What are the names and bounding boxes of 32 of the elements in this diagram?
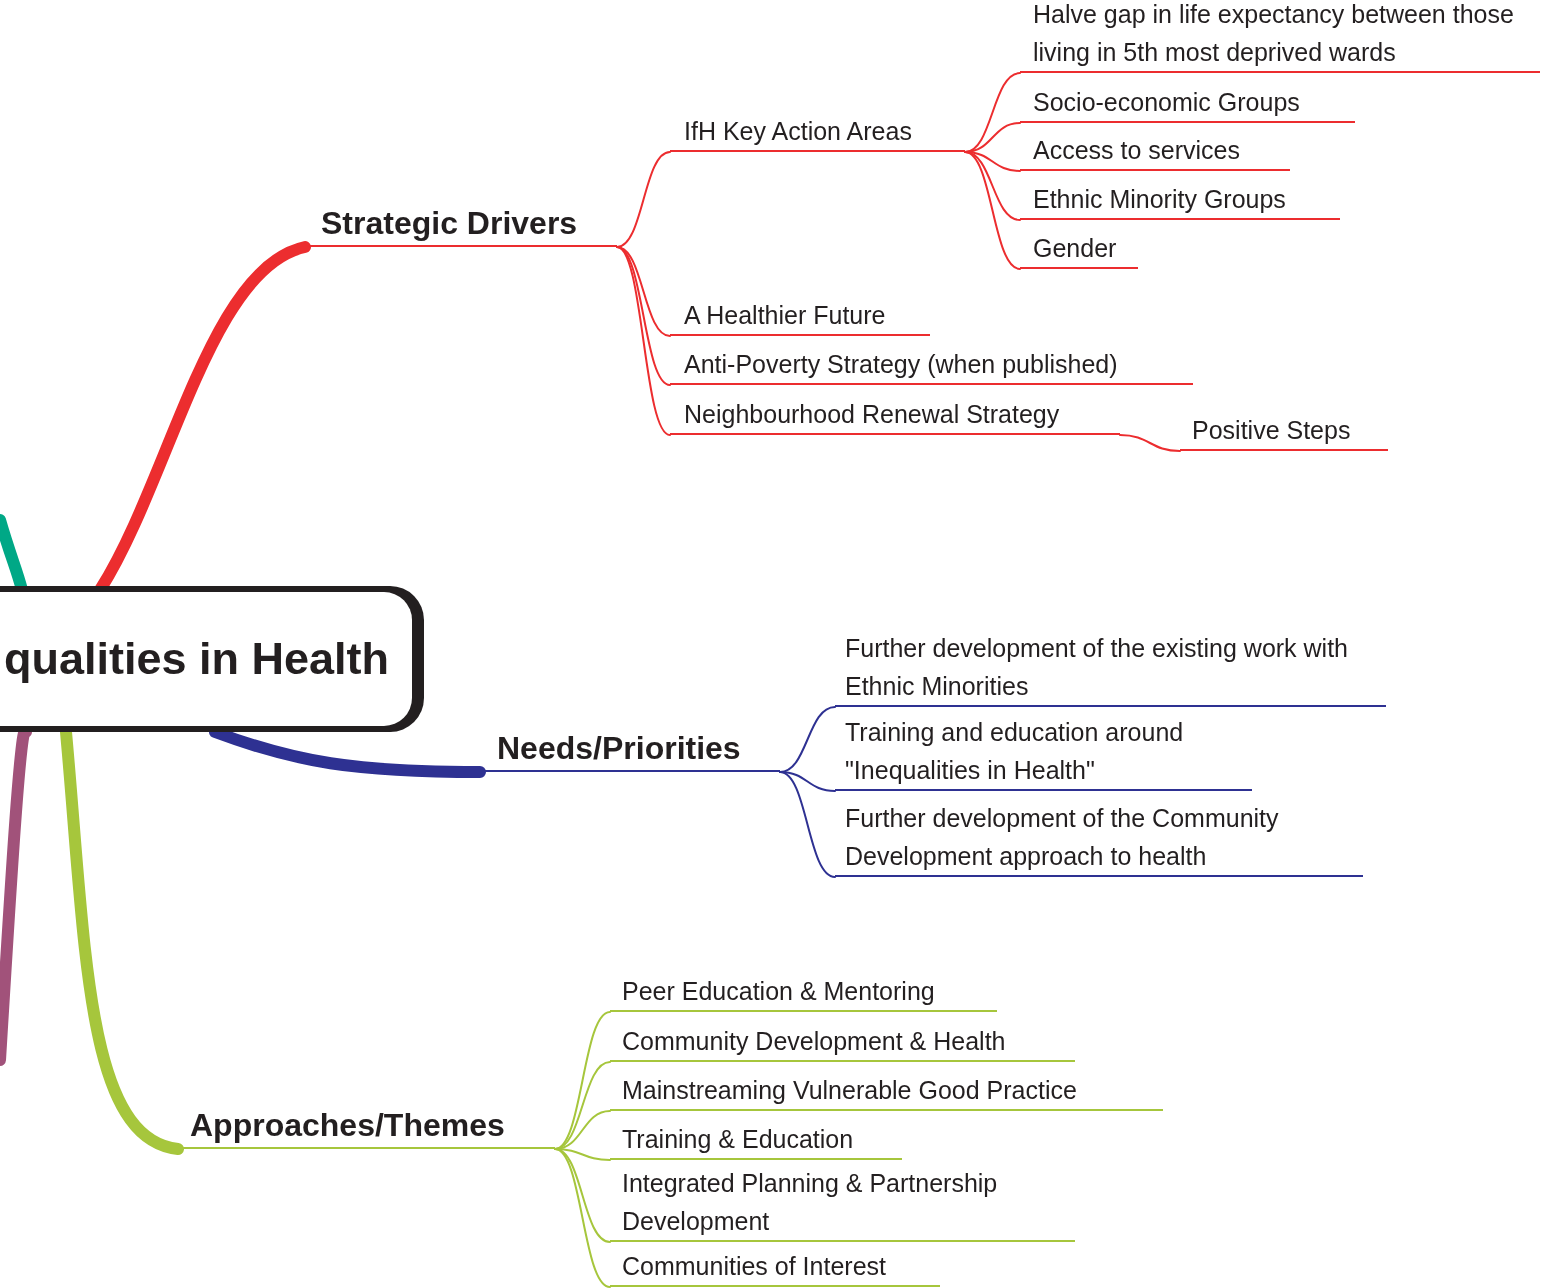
branch-line xyxy=(616,246,671,386)
topic-text: Peer Education & Mentoring xyxy=(622,976,936,1007)
topic-text: Access to services xyxy=(1033,135,1241,166)
topic-text: A Healthier Future xyxy=(684,300,887,331)
topic-text: Further development of the Community Development approach to health xyxy=(845,803,1280,872)
topic-text: Halve gap in life expectancy between those living in 5th most deprived wards xyxy=(1033,0,1515,68)
topic-text: Training and education around "Inequalities in Health" xyxy=(845,717,1185,786)
branch-line xyxy=(1119,434,1181,452)
topic-text: Integrated Planning & Partnership Development xyxy=(622,1168,999,1237)
branch-line xyxy=(616,246,671,436)
branch-line xyxy=(964,151,1021,270)
branch-line xyxy=(554,1011,611,1150)
topic-text: Training & Education xyxy=(622,1124,855,1155)
topic-text: Ethnic Minority Groups xyxy=(1033,184,1287,215)
topic-text: Mainstreaming Vulnerable Good Practice xyxy=(622,1075,1078,1106)
topic-text: Needs/Priorities xyxy=(497,729,742,768)
topic-text: Anti-Poverty Strategy (when published) xyxy=(684,349,1119,380)
topic-text: Neighbourhood Renewal Strategy xyxy=(684,399,1061,430)
topic-text: Socio-economic Groups xyxy=(1033,87,1301,118)
central-topic-title: qualities in Health xyxy=(4,632,390,687)
branch-line xyxy=(554,1148,611,1288)
topic-text: Positive Steps xyxy=(1192,415,1352,446)
branch-line xyxy=(616,151,671,248)
subtopic xyxy=(1020,2,1540,73)
branch-line xyxy=(779,771,836,878)
topic-text: Community Development & Health xyxy=(622,1026,1007,1057)
topic-text: Strategic Drivers xyxy=(321,204,579,243)
topic-text: Communities of Interest xyxy=(622,1251,887,1282)
topic-text: Further development of the existing work with Ethnic Minorities xyxy=(845,633,1349,702)
topic-text: IfH Key Action Areas xyxy=(684,116,913,147)
topic-text: Approaches/Themes xyxy=(190,1106,506,1145)
topic-text: Gender xyxy=(1033,233,1118,264)
